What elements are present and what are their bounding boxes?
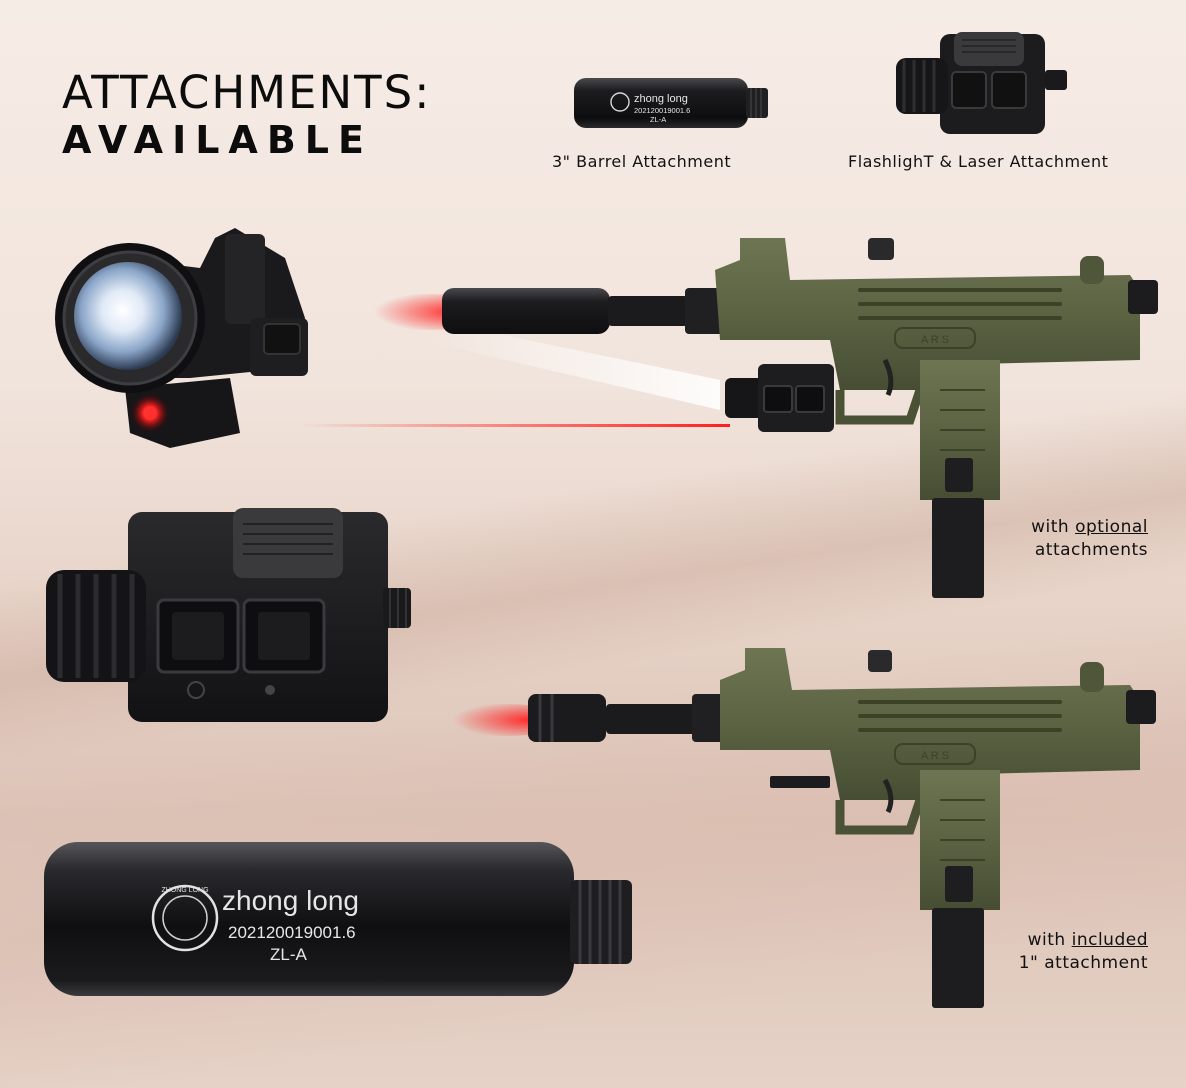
thumb-brand: zhong long [634,93,688,105]
flashlight-front-view [55,228,308,448]
headline-available: AVAILABLE [62,118,373,162]
barrel-brand: zhong long [222,885,359,916]
caption-included-prefix: with [1027,930,1072,950]
flashlight-caption: FlashlighT & Laser Attachment [848,152,1109,171]
gun-with-optional-attachments: A R S [442,238,1158,598]
barrel-serial: 202120019001.6 [228,923,356,942]
caption-optional-line2: attachments [1034,540,1148,560]
gun-with-included-attachment: A R S [528,648,1156,1008]
flashlight-thumbnail [896,32,1067,134]
caption-included-line2: 1" attachment [1018,953,1148,973]
gun-marking-bottom: A R S [921,750,949,762]
emblem-text: ZHONG LONG [161,887,208,894]
flashlight-side-view [46,508,411,722]
thumb-serial: 202120019001.6 [634,106,690,115]
headline-attachments: ATTACHMENTS: [62,66,432,119]
barrel-attachment-large: ZHONG LONG zhong long 202120019001.6 ZL-… [44,842,632,996]
thumb-model: ZL-A [650,115,666,124]
caption-included-emphasis: included [1071,930,1148,950]
caption-optional-prefix: with [1031,517,1076,537]
barrel-thumbnail: zhong long 202120019001.6 ZL-A [574,78,768,128]
caption-optional-attachments: with optional attachments [990,516,1148,562]
caption-optional-emphasis: optional [1075,517,1148,537]
barrel-caption: 3" Barrel Attachment [552,152,732,171]
gun-marking: A R S [921,334,949,346]
caption-included-attachment: with included 1" attachment [990,929,1148,975]
barrel-model: ZL-A [270,945,308,964]
